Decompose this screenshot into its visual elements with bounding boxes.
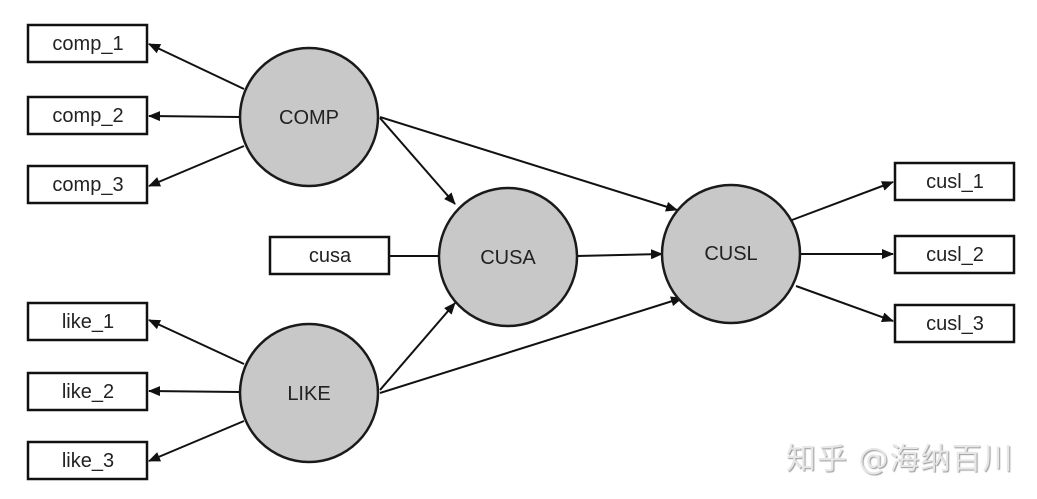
indicator-like_1: like_1 — [26, 301, 149, 342]
indicator-comp_2-label: comp_2 — [52, 105, 123, 127]
latent-comp-label: COMP — [279, 107, 339, 129]
indicator-like_2: like_2 — [26, 371, 149, 412]
indicator-cusl_3-label: cusl_3 — [926, 313, 984, 335]
latent-like: LIKE — [238, 322, 380, 464]
indicator-cusl_1: cusl_1 — [893, 161, 1016, 202]
edges — [148, 43, 894, 462]
latent-comp: COMP — [238, 46, 380, 188]
edge-like-like_3 — [148, 420, 245, 462]
edge-cusa-cusl — [576, 249, 663, 260]
indicator-comp_3-label: comp_3 — [52, 174, 123, 196]
indicator-cusl_3: cusl_3 — [893, 303, 1016, 344]
indicator-cusa-label: cusa — [309, 245, 352, 267]
indicator-like_2-label: like_2 — [62, 381, 114, 403]
indicator-like_1-label: like_1 — [62, 311, 114, 333]
latent-cusl-label: CUSL — [704, 243, 757, 265]
indicator-cusl_2-label: cusl_2 — [926, 244, 984, 266]
latent-like-label: LIKE — [287, 383, 330, 405]
indicator-comp_2: comp_2 — [26, 95, 149, 136]
edge-cusl-cusl_1 — [791, 181, 894, 221]
edge-comp-comp_2 — [148, 111, 241, 122]
latent-cusa-label: CUSA — [480, 247, 536, 269]
indicator-comp_1-label: comp_1 — [52, 33, 123, 55]
edge-comp-cusl — [379, 116, 678, 212]
indicator-like_3-label: like_3 — [62, 450, 114, 472]
edge-comp-cusa — [379, 117, 456, 205]
indicator-cusl_2: cusl_2 — [893, 234, 1016, 275]
indicator-like_3: like_3 — [26, 440, 149, 481]
edge-like-cusa — [379, 302, 456, 391]
indicator-comp_1: comp_1 — [26, 23, 149, 64]
edge-comp-comp_3 — [148, 145, 245, 187]
edge-cusl-cusl_3 — [795, 285, 894, 322]
edge-like-like_1 — [148, 319, 245, 365]
edge-like-like_2 — [148, 386, 241, 397]
edge-comp-comp_1 — [148, 43, 245, 90]
latent-cusl: CUSL — [660, 183, 802, 325]
indicator-cusl_1-label: cusl_1 — [926, 171, 984, 193]
latent-cusa: CUSA — [437, 186, 579, 328]
edge-like-cusl — [379, 296, 683, 394]
indicator-comp_3: comp_3 — [26, 164, 149, 205]
watermark: 知乎 @海纳百川 — [786, 442, 1014, 477]
indicator-cusa: cusa — [268, 235, 391, 276]
